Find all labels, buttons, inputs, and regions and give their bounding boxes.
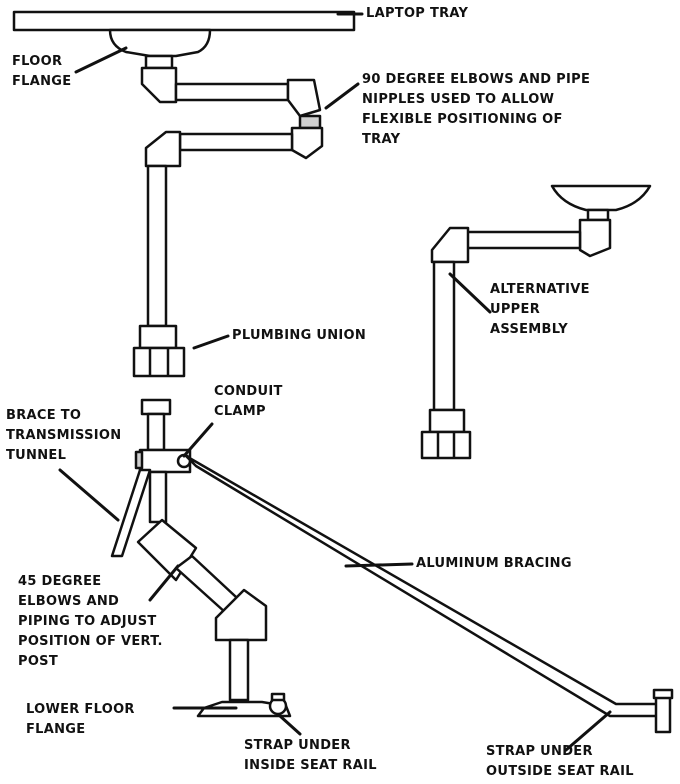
label-conduit-clamp: CONDUIT CLAMP: [214, 384, 283, 419]
label-alternative-upper: ALTERNATIVE UPPER ASSEMBLY: [490, 282, 590, 337]
alternative-upper-assembly: [420, 184, 652, 460]
label-strap-inside: STRAP UNDER INSIDE SEAT RAIL: [244, 738, 377, 773]
leader-elbows-45: [148, 564, 180, 602]
label-plumbing-union: PLUMBING UNION: [232, 328, 367, 343]
flange-collar: [144, 54, 174, 70]
aluminum-bracing: [184, 454, 666, 718]
floor-flange: [108, 28, 212, 58]
leader-conduit-clamp: [182, 422, 214, 458]
label-brace-tunnel: BRACE TO TRANSMISSION TUNNEL: [6, 408, 122, 463]
leader-strap-outside: [564, 710, 612, 752]
leader-alternative: [448, 272, 492, 314]
label-elbows-nipples: 90 DEGREE ELBOWS AND PIPE NIPPLES USED T…: [362, 72, 591, 147]
leader-floor-flange: [74, 46, 128, 74]
plumbing-union-main: [132, 324, 186, 378]
label-laptop-tray: LAPTOP TRAY: [366, 6, 469, 21]
elbows-45-assembly: [136, 518, 268, 702]
outside-strap-bolt: [654, 694, 672, 734]
leader-aluminum-bracing: [344, 562, 414, 568]
lower-vertical-post: [134, 398, 192, 524]
label-strap-outside: STRAP UNDER OUTSIDE SEAT RAIL: [486, 744, 634, 779]
leader-strap-inside: [278, 714, 302, 736]
leader-brace-tunnel: [58, 468, 120, 522]
outside-strap-nut: [652, 688, 674, 700]
leader-plumbing-union: [192, 334, 230, 350]
label-floor-flange: FLOOR FLANGE: [12, 54, 72, 89]
label-lower-floor-flange: LOWER FLOOR FLANGE: [26, 702, 135, 737]
label-aluminum-bracing: ALUMINUM BRACING: [416, 556, 572, 571]
brace-to-tunnel: [110, 468, 152, 558]
inside-strap-nut: [270, 692, 286, 702]
leader-elbows-nipples: [324, 82, 360, 110]
laptop-tray: [12, 10, 356, 32]
label-elbows-45: 45 DEGREE ELBOWS AND PIPING TO ADJUST PO…: [18, 574, 163, 669]
upper-elbow-assembly: [140, 66, 324, 328]
